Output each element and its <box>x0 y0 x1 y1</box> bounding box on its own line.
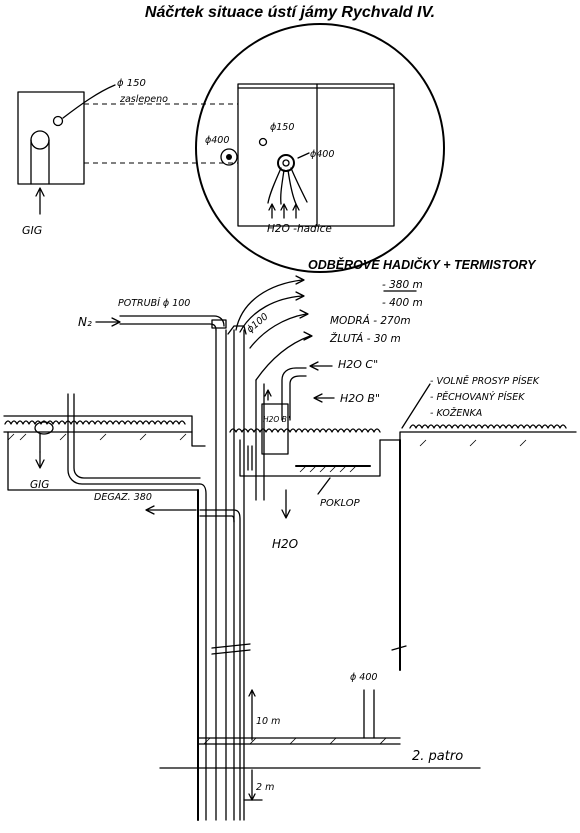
gravel <box>4 420 567 433</box>
pipe-n2-label: POTRUBÍ ϕ 100 <box>118 297 190 309</box>
h2o-hoses-label: H2O -hadice <box>267 223 332 235</box>
h2o-arrows <box>268 203 300 219</box>
shaft-cover-detail <box>237 83 395 227</box>
pipe-400-shaft-label: ϕ 400 <box>350 672 377 683</box>
shaft-cover-small <box>17 91 85 185</box>
h2o-b-small-label: H2O B" <box>263 415 290 424</box>
h2o-b-box <box>261 403 289 455</box>
blind-leader <box>62 84 116 119</box>
depth-380-label: - 380 m <box>382 279 423 291</box>
sampling-hoses <box>235 275 313 501</box>
dim-2m-label: 2 m <box>256 782 274 793</box>
zluta-label: ŽLUTÁ - 30 m <box>329 332 401 345</box>
depth-400-label: - 400 m <box>382 297 423 309</box>
n2-pipe-top <box>119 315 225 327</box>
degas-pipe-inner <box>73 393 201 479</box>
degas-riser <box>199 483 207 821</box>
hose-4 <box>290 167 308 203</box>
pipe-400-left <box>220 148 238 166</box>
floor-hatch <box>203 737 387 745</box>
leather-label: - KOŽENKA <box>430 407 482 419</box>
degas-branch <box>199 509 241 821</box>
sand-tamped-label: - PĚCHOVANÝ PÍSEK <box>430 391 525 403</box>
soil-hatch <box>7 433 527 447</box>
diagram-title: Náčrtek situace ústí jámy Rychvald IV. <box>144 4 436 21</box>
blind-hole <box>52 115 64 127</box>
ground-surface-left <box>3 415 206 447</box>
h2o-b-label: H2O B" <box>340 392 380 405</box>
h2o-out-label: H2O <box>272 537 298 551</box>
trench-outline <box>7 431 199 491</box>
pit <box>239 439 381 477</box>
pit-hatch <box>299 465 357 473</box>
poklop-label: POKLOP <box>320 498 361 509</box>
h2o-c-pipe <box>281 367 307 421</box>
gig-pipe-top <box>30 130 50 150</box>
pipe-400-left-label: ϕ400 <box>205 135 229 146</box>
section-view: GIG DEGAZ. 380 N₂ POTRUBÍ ϕ 100 ϕ100 <box>3 275 577 821</box>
modra-label: MODRÁ - 270m <box>330 314 411 327</box>
detail-circle <box>195 23 445 273</box>
hose-1 <box>267 167 282 204</box>
h2o-c-label: H2O C" <box>338 358 378 371</box>
top-view: GIG ϕ 150 zaslepeno ϕ400 ϕ150 ϕ400 <box>17 23 445 273</box>
pipe-400-right-label: ϕ400 <box>310 149 334 160</box>
gig-label-top: GIG <box>22 224 42 237</box>
pipe-400-right <box>277 154 295 172</box>
degas-label: DEGAZ. 380 <box>94 492 152 503</box>
dim-10m-label: 10 m <box>256 716 280 727</box>
blind-note: zaslepeno <box>119 94 168 105</box>
hose-3 <box>287 169 297 205</box>
hoses-thermistors-heading: ODBĚROVÉ HADIČKY + TERMISTORY <box>308 258 536 272</box>
ground-surface-right <box>379 431 577 441</box>
floor-2-label: 2. patro <box>412 749 463 764</box>
pipe-150-label: ϕ150 <box>270 122 294 133</box>
gig-label-section: GIG <box>30 479 49 491</box>
n2-label: N₂ <box>78 315 92 329</box>
pipe-150 <box>258 137 268 147</box>
blind-diameter-label: ϕ 150 <box>117 78 146 89</box>
sand-loose-label: - VOLNĚ PROSYP PÍSEK <box>430 375 540 387</box>
degas-pipe-outer <box>67 393 201 485</box>
hose-2 <box>280 169 285 205</box>
gig-pipe-head <box>34 421 54 435</box>
